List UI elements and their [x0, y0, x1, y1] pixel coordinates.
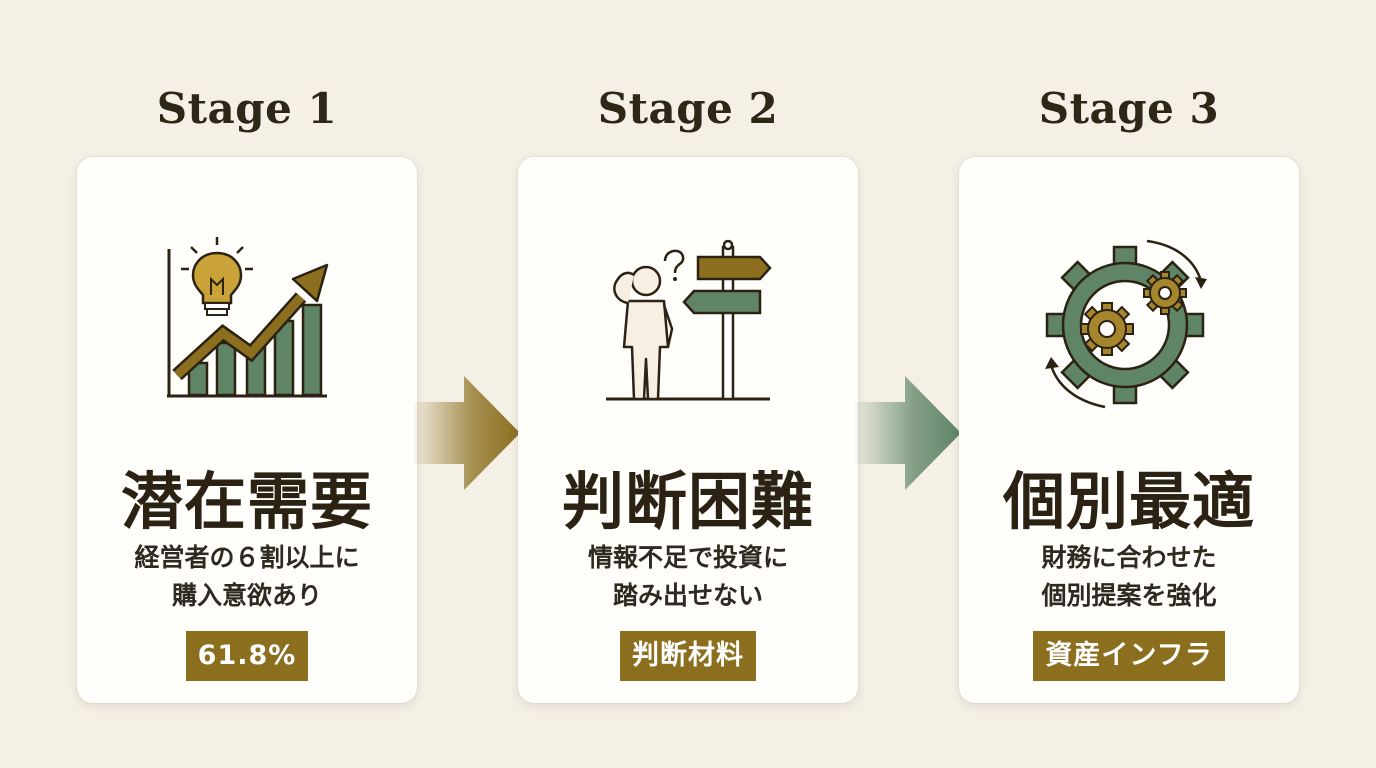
stage-2-desc-line-1: 情報不足で投資に [587, 543, 788, 572]
stage-2-card: 判断困難 情報不足で投資に 踏み出せない 判断材料 [518, 157, 858, 703]
stage-1-desc-line-1: 経営者の６割以上に [134, 543, 360, 572]
stage-2-label: Stage 2 [597, 84, 779, 133]
growth-chart-lightbulb-icon [167, 237, 329, 398]
gears-cycle-icon [1045, 239, 1207, 409]
stage-2-badge: 判断材料 [620, 631, 756, 681]
arrow-right-icon [855, 376, 961, 490]
stage-3-badge: 資産インフラ [1033, 631, 1225, 681]
stage-2-description: 情報不足で投資に 踏み出せない [518, 539, 858, 615]
stage-1-description: 経営者の６割以上に 購入意欲あり [77, 539, 417, 615]
stage-2-title: 判断困難 [561, 465, 814, 538]
stage-2-desc-line-2: 踏み出せない [612, 581, 763, 610]
stage-1-title: 潜在需要 [120, 465, 373, 538]
stage-3-title: 個別最適 [1002, 465, 1255, 538]
confused-person-signpost-icon [606, 239, 772, 401]
stage-3-card: 個別最適 財務に合わせた 個別提案を強化 資産インフラ [959, 157, 1299, 703]
stage-3-desc-line-1: 財務に合わせた [1041, 543, 1217, 572]
stage-3-desc-line-2: 個別提案を強化 [1041, 581, 1217, 610]
stage-1-desc-line-2: 購入意欲あり [171, 581, 322, 610]
stage-1-label: Stage 1 [156, 84, 338, 133]
stage-1-badge: 61.8% [185, 631, 309, 681]
stage-3-label: Stage 3 [1038, 84, 1220, 133]
stage-3-description: 財務に合わせた 個別提案を強化 [959, 539, 1299, 615]
arrow-right-icon [414, 376, 520, 490]
stage-1-card: 潜在需要 経営者の６割以上に 購入意欲あり 61.8% [77, 157, 417, 703]
